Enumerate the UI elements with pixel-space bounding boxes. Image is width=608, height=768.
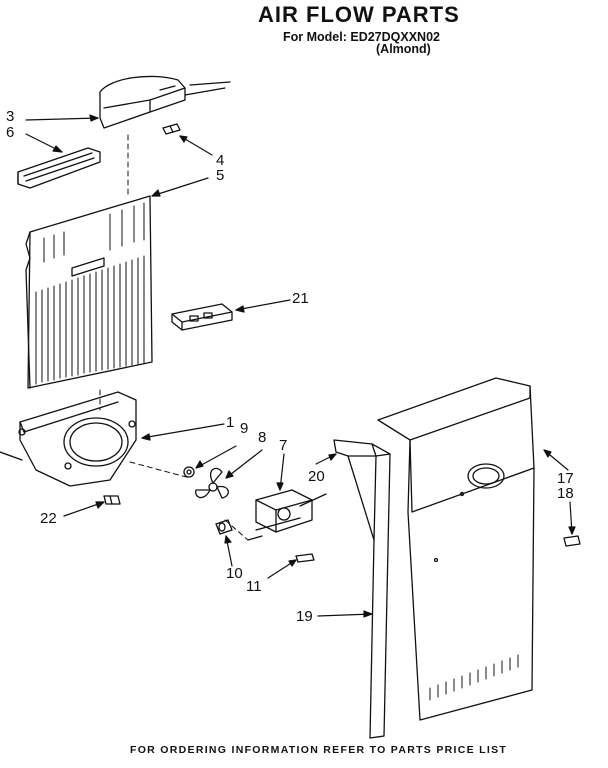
callout-18: 18 bbox=[557, 485, 574, 502]
callout-17: 17 bbox=[557, 470, 574, 487]
callout-6: 6 bbox=[6, 124, 15, 141]
callout-9: 9 bbox=[240, 420, 249, 437]
part-3-duct-cover bbox=[99, 75, 231, 129]
part-1-fan-shroud bbox=[0, 391, 137, 487]
ordering-note: FOR ORDERING INFORMATION REFER TO PARTS … bbox=[130, 744, 508, 756]
part-21-bracket bbox=[171, 303, 233, 331]
part-10-grommet bbox=[215, 519, 233, 535]
leader-lines bbox=[25, 114, 576, 618]
callout-22: 22 bbox=[40, 510, 57, 527]
model-variant: (Almond) bbox=[376, 42, 431, 56]
part-19-air-duct bbox=[333, 439, 391, 739]
callout-19: 19 bbox=[296, 608, 313, 625]
callout-11: 11 bbox=[246, 578, 262, 595]
model-number: For Model: ED27DQXXN02 bbox=[283, 30, 440, 44]
callout-1: 1 bbox=[226, 414, 235, 431]
callout-21: 21 bbox=[292, 290, 309, 307]
part-8-fan-blade bbox=[195, 467, 229, 499]
part-6-grille bbox=[17, 147, 101, 189]
callout-5: 5 bbox=[216, 167, 225, 184]
page-title: AIR FLOW PARTS bbox=[258, 2, 460, 27]
callout-4: 4 bbox=[216, 152, 225, 169]
callout-7: 7 bbox=[279, 437, 288, 454]
part-18-screw bbox=[563, 535, 581, 547]
part-9-nut bbox=[183, 466, 195, 478]
part-5-evaporator-panel bbox=[25, 195, 153, 389]
part-22-screw bbox=[103, 495, 121, 505]
callout-3: 3 bbox=[6, 108, 15, 125]
alignment-lines bbox=[99, 134, 249, 541]
part-17-cabinet-panel bbox=[377, 377, 535, 721]
part-7-fan-motor bbox=[247, 489, 327, 541]
callout-10: 10 bbox=[226, 565, 243, 582]
part-11-screw bbox=[295, 553, 315, 563]
callout-8: 8 bbox=[258, 429, 267, 446]
callout-20: 20 bbox=[308, 468, 325, 485]
part-4-screw bbox=[162, 123, 181, 135]
